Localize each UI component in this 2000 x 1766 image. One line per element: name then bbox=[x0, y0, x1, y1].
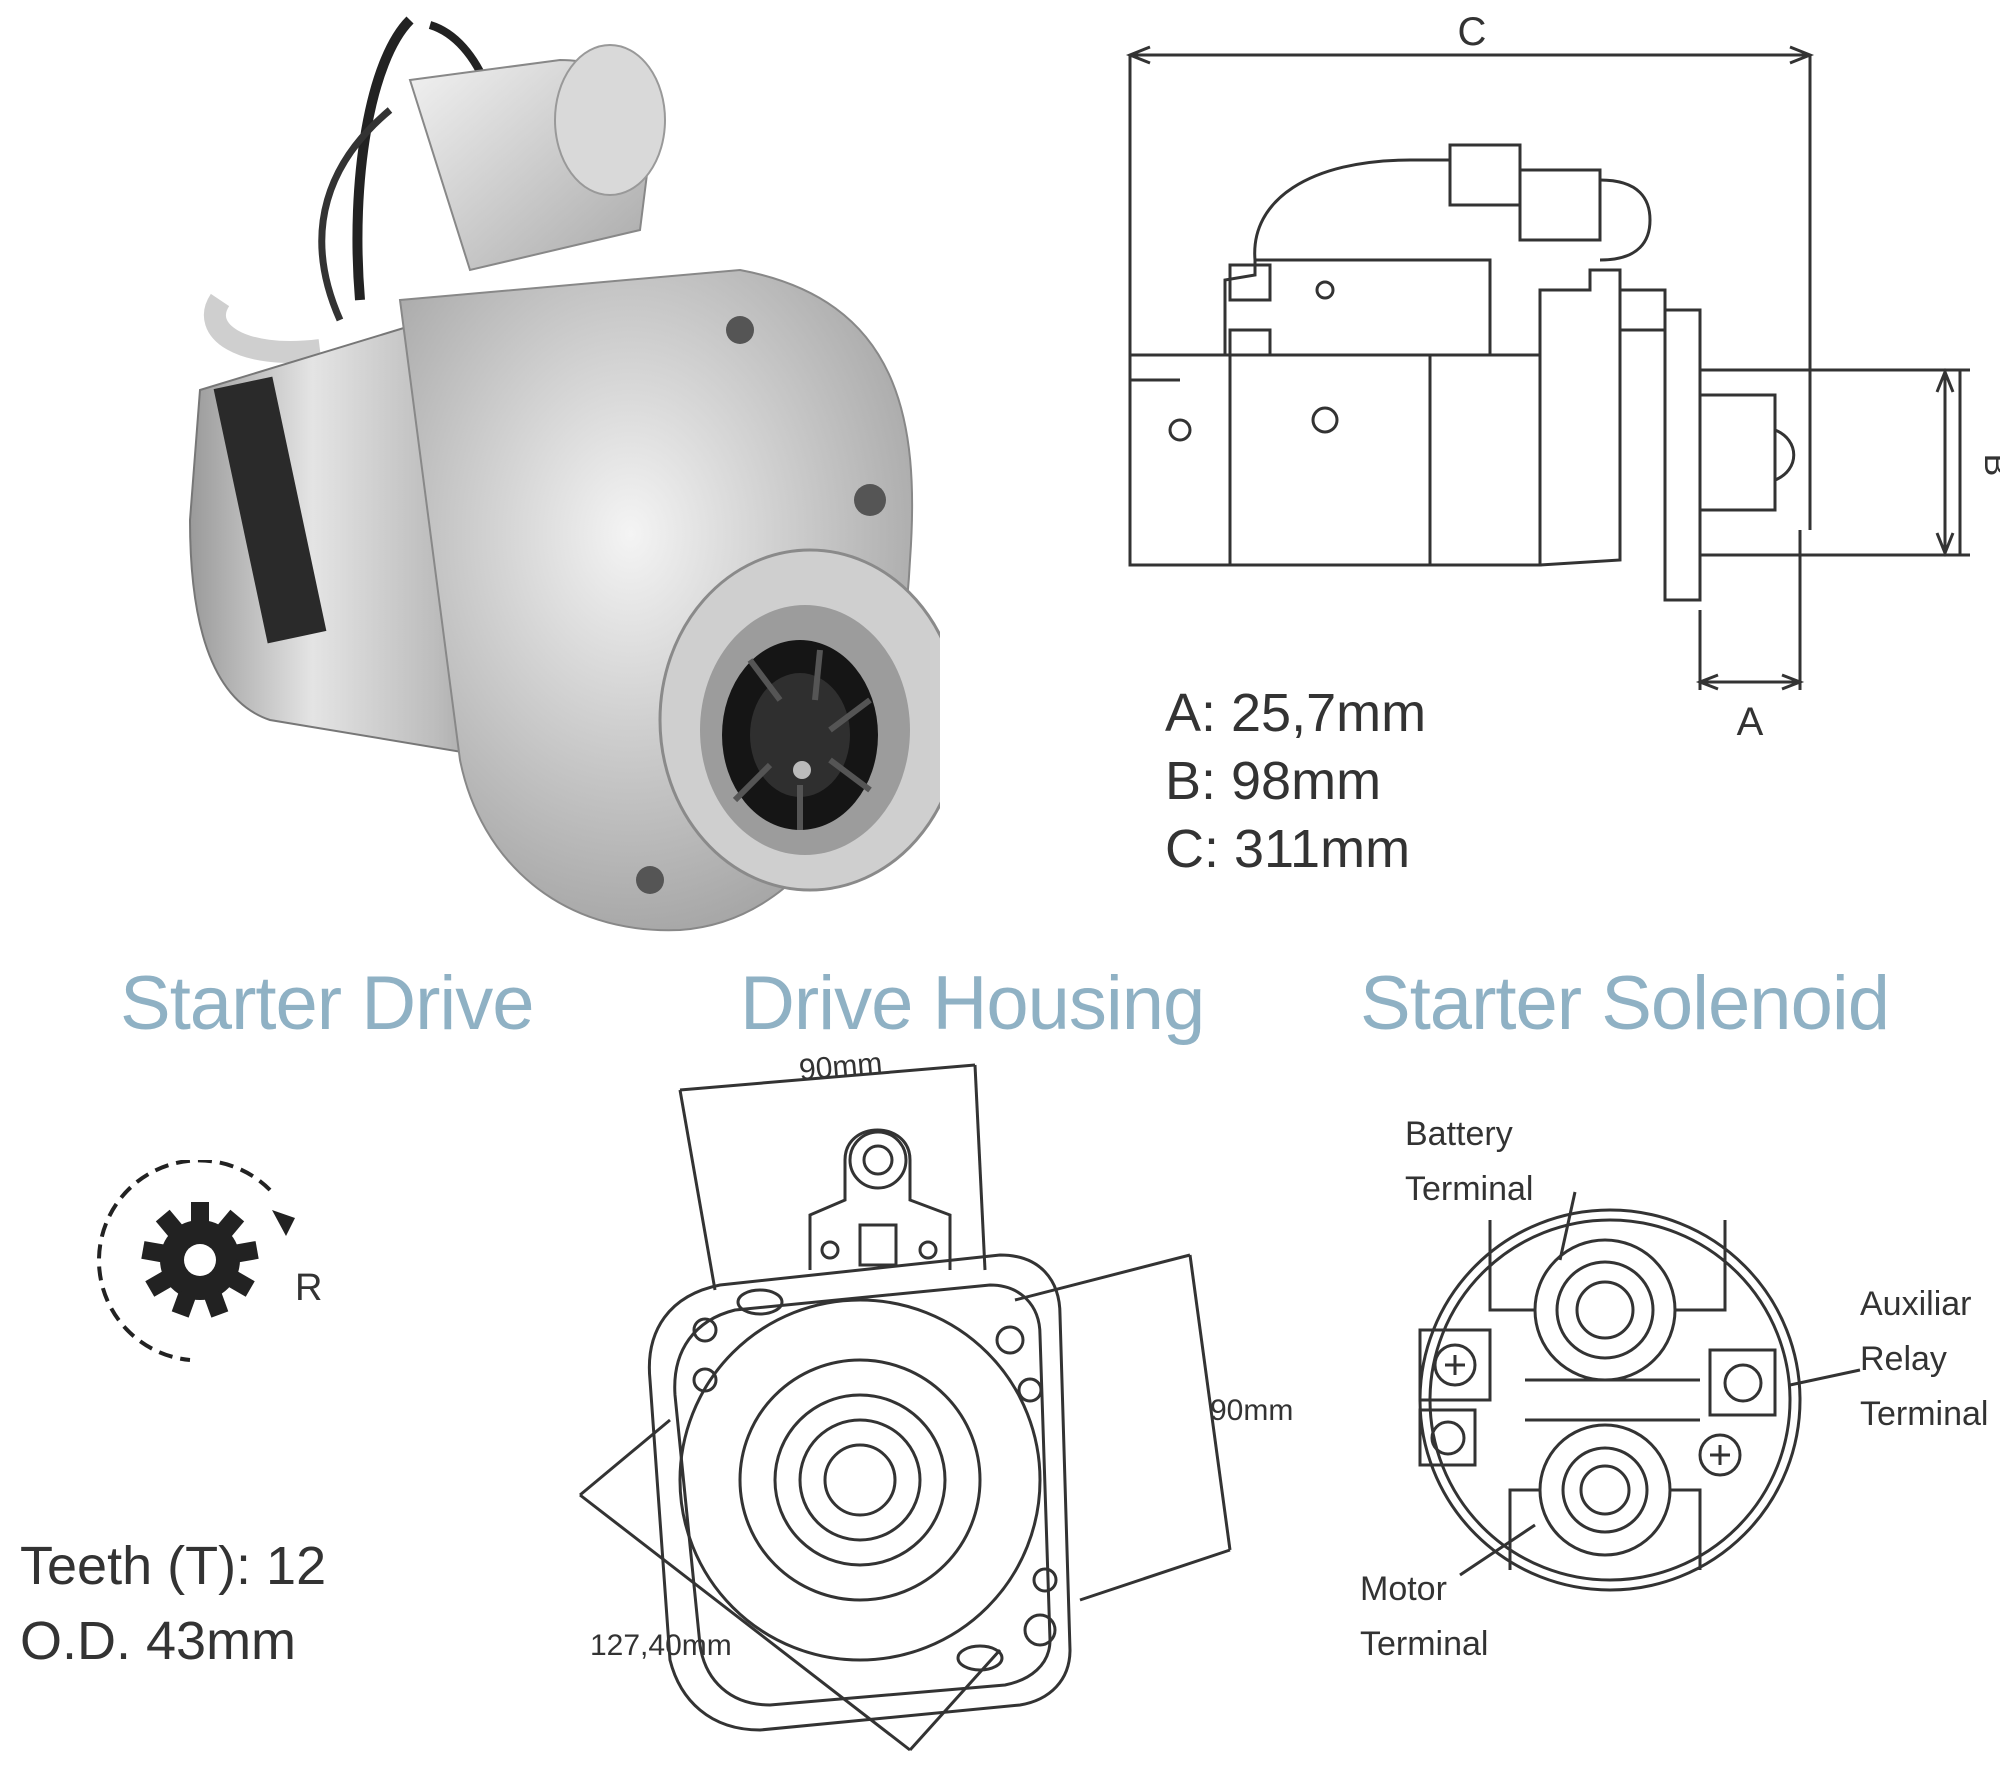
dim-letter-c: C bbox=[1458, 10, 1487, 54]
battery-terminal-label-2: Terminal bbox=[1405, 1170, 1533, 1208]
starter-motor-photo bbox=[188, 16, 940, 932]
heading-starter-drive: Starter Drive bbox=[120, 961, 535, 1046]
aux-relay-terminal-label-3: Terminal bbox=[1860, 1395, 1988, 1433]
housing-top-dimension: 90mm bbox=[798, 1047, 884, 1087]
rotation-label: R bbox=[295, 1267, 322, 1309]
motor-terminal-label-2: Terminal bbox=[1360, 1625, 1488, 1663]
dim-c-value: C: 311mm bbox=[1165, 819, 1411, 879]
heading-drive-housing: Drive Housing bbox=[740, 961, 1205, 1046]
dim-a-value: A: 25,7mm bbox=[1165, 683, 1427, 743]
aux-relay-terminal-label-1: Auxiliar bbox=[1860, 1285, 1971, 1323]
gear-rotation-icon: R bbox=[96, 1160, 322, 1362]
drive-housing-drawing: 90mm 90mm 127,40mm bbox=[579, 1047, 1293, 1752]
motor-terminal-label-1: Motor bbox=[1360, 1570, 1447, 1608]
side-dimension-drawing: C B A bbox=[1125, 10, 2000, 744]
heading-starter-solenoid: Starter Solenoid bbox=[1360, 961, 1890, 1046]
outer-diameter: O.D. 43mm bbox=[20, 1611, 297, 1671]
housing-diagonal-dimension: 127,40mm bbox=[590, 1629, 732, 1662]
dim-b-value: B: 98mm bbox=[1165, 751, 1382, 811]
housing-side-dimension: 90mm bbox=[1210, 1394, 1293, 1427]
dim-letter-b: B bbox=[1977, 454, 2000, 477]
battery-terminal-label-1: Battery bbox=[1405, 1115, 1513, 1153]
dim-letter-a: A bbox=[1737, 700, 1764, 744]
aux-relay-terminal-label-2: Relay bbox=[1860, 1340, 1947, 1378]
solenoid-terminal-drawing: Battery Terminal Auxiliar Relay Terminal… bbox=[1360, 1115, 1988, 1663]
teeth-count: Teeth (T): 12 bbox=[20, 1536, 327, 1596]
